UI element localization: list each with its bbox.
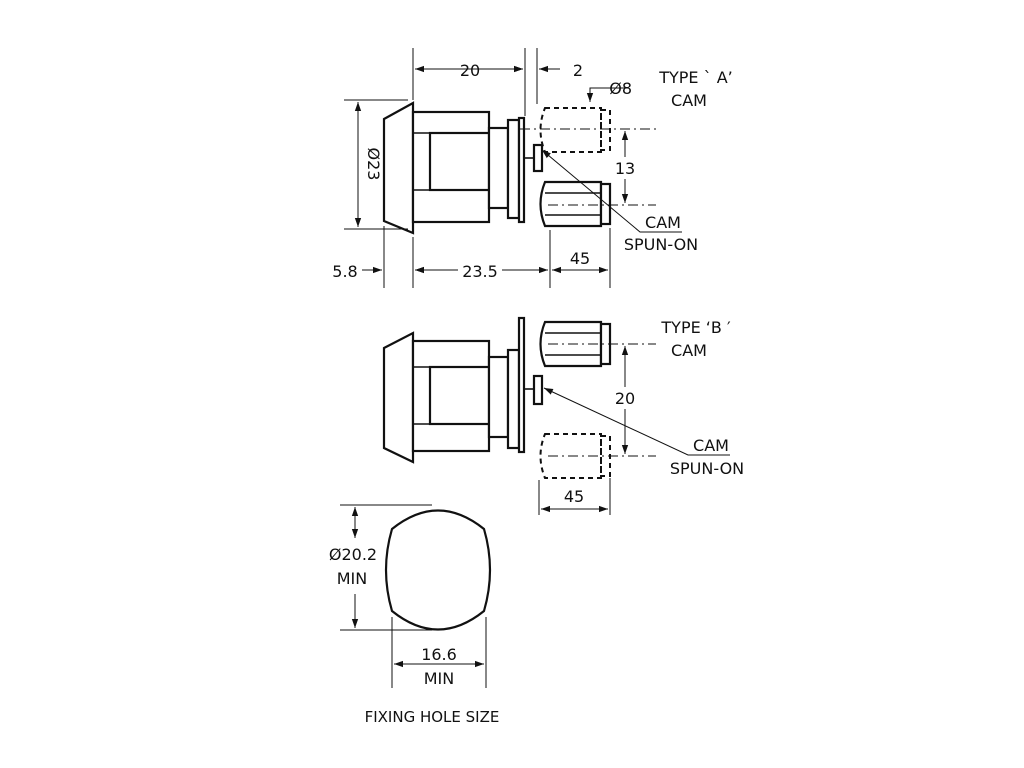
type-a-cam-solid bbox=[539, 180, 612, 228]
fixing-hole-dim-width-line1: 16.6 bbox=[421, 645, 457, 664]
type-a-dim-cam-len: 45 bbox=[552, 249, 608, 274]
type-a-dim-body-dia-label: Ø23 bbox=[364, 148, 383, 181]
type-a-dim-top-label: 20 bbox=[460, 61, 480, 80]
fixing-hole-dim-width: 16.6 MIN bbox=[394, 645, 484, 688]
type-a-lock-body bbox=[382, 101, 544, 235]
type-b-lock-body bbox=[382, 316, 544, 464]
fixing-hole-view: Ø20.2 MIN 16.6 MIN FIXING HOLE SIZE bbox=[329, 504, 500, 726]
type-b-dim-offset-label: 20 bbox=[615, 389, 635, 408]
type-b-title-line2: CAM bbox=[671, 341, 707, 360]
type-b-title-line1: TYPE ‘B ′ bbox=[660, 318, 731, 337]
type-a-dim-top: 20 bbox=[415, 61, 523, 80]
type-a-dim-body-dia: Ø23 bbox=[354, 102, 383, 227]
type-a-title-line1: TYPE ` A’ bbox=[658, 68, 733, 87]
type-a-callout-line1: CAM bbox=[645, 213, 681, 232]
type-b-view: 20 45 CAM SPUN-ON TYPE ‘B ′ CAM bbox=[382, 316, 744, 515]
type-a-dim-gap: 2 bbox=[505, 61, 583, 80]
fixing-hole-dim-width-line2: MIN bbox=[424, 669, 455, 688]
type-a-callout: CAM SPUN-ON bbox=[541, 149, 698, 254]
type-a-dim-length-label: 23.5 bbox=[462, 262, 498, 281]
type-a-view: 20 2 Ø8 13 Ø23 5.8 bbox=[332, 48, 733, 288]
type-a-dim-cam-len-label: 45 bbox=[570, 249, 590, 268]
fixing-hole-dim-dia-line2: MIN bbox=[337, 569, 368, 588]
type-b-callout: CAM SPUN-ON bbox=[543, 387, 744, 478]
type-b-callout-line1: CAM bbox=[693, 436, 729, 455]
type-a-dim-length: 23.5 bbox=[415, 261, 548, 281]
type-a-dim-cam-dia: Ø8 bbox=[586, 79, 632, 102]
fixing-hole-shape bbox=[384, 509, 492, 631]
fixing-hole-dim-dia-line1: Ø20.2 bbox=[329, 545, 377, 564]
type-a-dim-offset-label: 13 bbox=[615, 159, 635, 178]
type-a-dim-flange: 5.8 bbox=[332, 262, 432, 281]
type-b-dim-offset: 20 bbox=[612, 346, 638, 454]
type-b-callout-line2: SPUN-ON bbox=[670, 459, 744, 478]
type-a-cam-dashed bbox=[539, 107, 611, 153]
type-b-dim-cam-len: 45 bbox=[541, 487, 608, 513]
type-a-title-line2: CAM bbox=[671, 91, 707, 110]
type-b-dim-cam-len-label: 45 bbox=[564, 487, 584, 506]
type-a-dim-offset: 13 bbox=[614, 131, 636, 203]
type-a-dim-flange-label: 5.8 bbox=[332, 262, 357, 281]
type-a-dim-gap-label: 2 bbox=[573, 61, 583, 80]
fixing-hole-dim-dia: Ø20.2 MIN bbox=[329, 507, 377, 628]
type-a-dim-cam-dia-label: Ø8 bbox=[609, 79, 632, 98]
type-a-callout-line2: SPUN-ON bbox=[624, 235, 698, 254]
fixing-hole-caption: FIXING HOLE SIZE bbox=[365, 708, 500, 726]
